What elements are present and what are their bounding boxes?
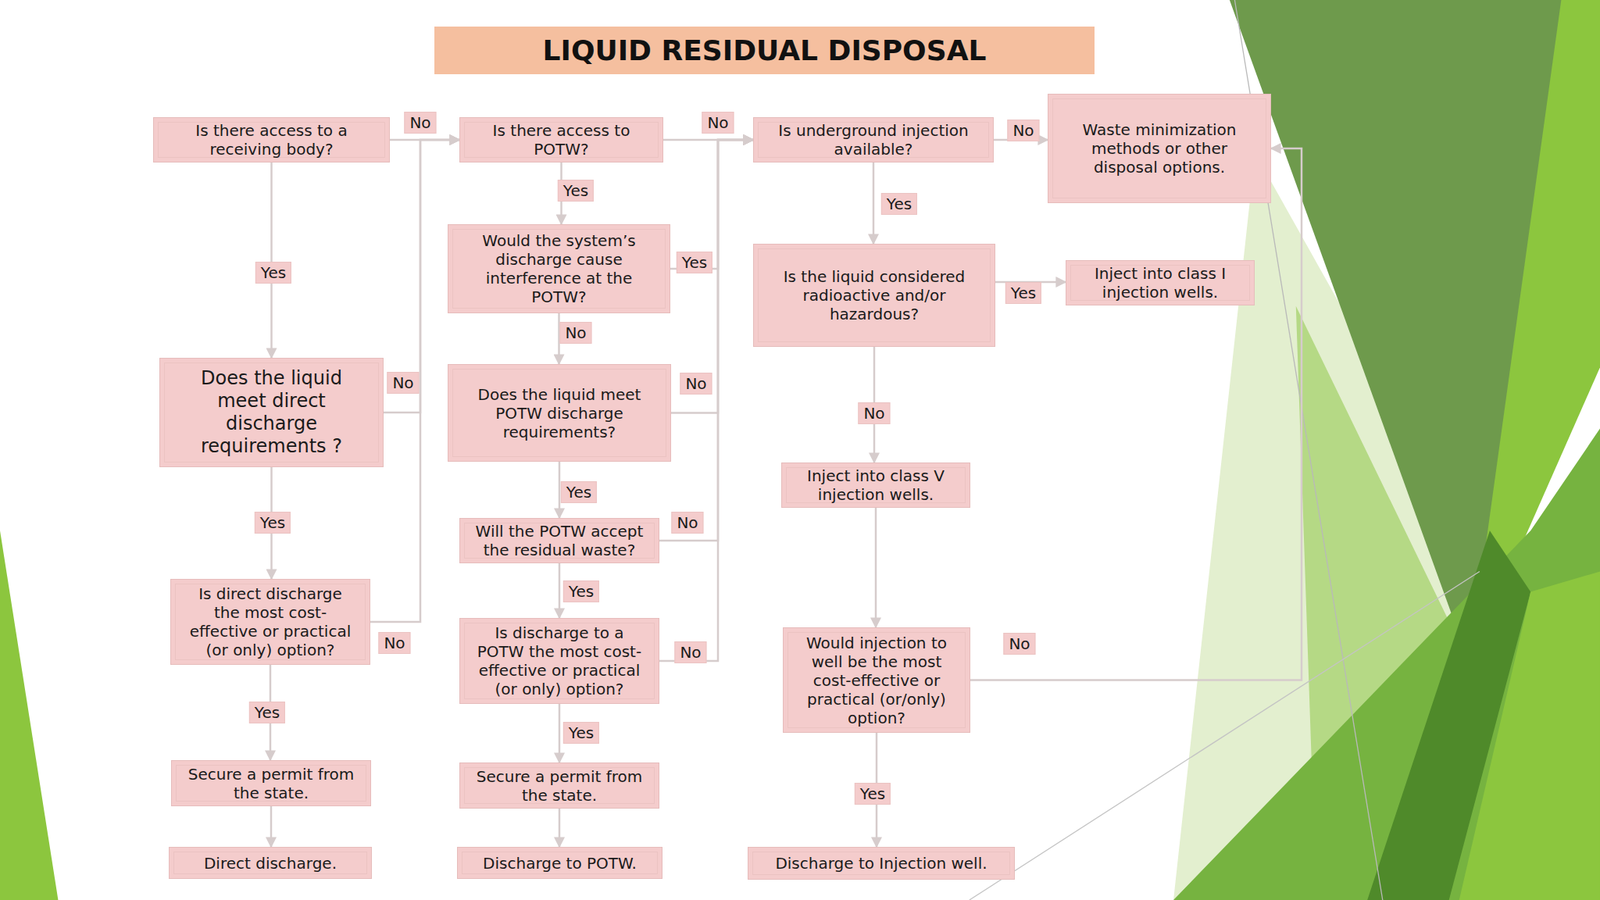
branch-label: No bbox=[671, 511, 704, 534]
corner-triangle bbox=[1173, 428, 1600, 900]
flow-arrow bbox=[659, 139, 754, 661]
branch-label: Yes bbox=[254, 511, 291, 534]
branch-label: Yes bbox=[676, 251, 713, 274]
process-box: Secure a permit from the state. bbox=[171, 760, 372, 807]
flow-arrow bbox=[370, 139, 460, 622]
decision-box: Is the liquid considered radioactive and… bbox=[753, 243, 996, 347]
branch-label: No bbox=[679, 372, 712, 395]
deco-line bbox=[969, 571, 1480, 900]
box-text: Is there access to POTW? bbox=[475, 121, 647, 159]
flow-arrow bbox=[670, 139, 754, 269]
box-text: Waste minimization methods or other disp… bbox=[1067, 120, 1252, 177]
decision-box: Is there access to POTW? bbox=[459, 117, 664, 163]
decision-box: Is direct discharge the most cost-effect… bbox=[170, 578, 371, 665]
branch-label: Yes bbox=[255, 261, 292, 284]
branch-label: Yes bbox=[249, 701, 286, 724]
branch-label: Yes bbox=[557, 179, 594, 202]
flow-arrow bbox=[872, 162, 875, 244]
process-box: Discharge to Injection well. bbox=[747, 846, 1015, 880]
flow-arrow bbox=[875, 507, 878, 628]
decision-box: Is discharge to a POTW the most cost-eff… bbox=[459, 617, 660, 704]
decision-box: Does the liquid meet direct discharge re… bbox=[159, 357, 384, 468]
box-text: Discharge to Injection well. bbox=[775, 853, 987, 873]
box-text: Does the liquid meet direct discharge re… bbox=[175, 367, 368, 458]
branch-label: No bbox=[378, 632, 411, 654]
decision-box: Is underground injection available? bbox=[753, 117, 994, 163]
branch-label: Yes bbox=[854, 782, 891, 805]
box-text: Is underground injection available? bbox=[764, 121, 983, 159]
box-text: Secure a permit from the state. bbox=[471, 767, 648, 805]
branch-label: Yes bbox=[563, 580, 600, 603]
box-text: Would injection to well be the most cost… bbox=[800, 633, 953, 728]
process-box: Inject into class I injection wells. bbox=[1065, 260, 1255, 306]
process-box: Discharge to POTW. bbox=[457, 846, 663, 879]
branch-label: No bbox=[674, 641, 707, 664]
corner-triangle bbox=[1459, 571, 1600, 900]
branch-label: No bbox=[857, 402, 890, 425]
box-text: Does the liquid meet POTW discharge requ… bbox=[459, 385, 660, 442]
decision-box: Is there access to a receiving body? bbox=[153, 117, 390, 163]
branch-label: Yes bbox=[1005, 282, 1042, 304]
branch-label: No bbox=[701, 111, 734, 134]
decision-box: Does the liquid meet POTW discharge requ… bbox=[447, 364, 672, 462]
box-text: Inject into class I injection wells. bbox=[1074, 264, 1247, 302]
branch-label: No bbox=[386, 371, 419, 394]
box-text: Is there access to a receiving body? bbox=[164, 121, 379, 159]
process-box: Secure a permit from the state. bbox=[459, 762, 660, 809]
process-box: Waste minimization methods or other disp… bbox=[1047, 93, 1272, 204]
branch-label: Yes bbox=[560, 481, 597, 504]
flow-arrow bbox=[558, 703, 561, 763]
branch-label: Yes bbox=[881, 192, 918, 215]
branch-label: No bbox=[559, 321, 592, 344]
box-text: Will the POTW accept the residual waste? bbox=[469, 521, 650, 560]
decision-box: Would the system’s discharge cause inter… bbox=[447, 224, 671, 314]
branch-label: No bbox=[403, 111, 436, 134]
box-text: Is direct discharge the most cost-effect… bbox=[186, 584, 354, 660]
branch-label: Yes bbox=[563, 721, 600, 744]
process-box: Direct discharge. bbox=[168, 846, 372, 879]
flow-arrow bbox=[270, 162, 273, 358]
decision-box: Would injection to well be the most cost… bbox=[782, 627, 971, 733]
process-box: Inject into class V injection wells. bbox=[781, 462, 971, 508]
title-banner: LIQUID RESIDUAL DISPOSAL bbox=[434, 26, 1095, 75]
flow-arrow bbox=[558, 808, 561, 847]
box-text: Secure a permit from the state. bbox=[182, 764, 360, 803]
flow-arrow bbox=[659, 139, 754, 541]
flow-arrow bbox=[270, 806, 273, 847]
flow-arrow bbox=[558, 563, 561, 618]
box-text: Inject into class V injection wells. bbox=[789, 466, 962, 504]
branch-label: No bbox=[1003, 632, 1036, 655]
box-text: Discharge to POTW. bbox=[482, 853, 637, 873]
flow-arrow bbox=[970, 148, 1302, 681]
box-text: Is discharge to a POTW the most cost-eff… bbox=[475, 623, 643, 699]
flow-arrow bbox=[671, 139, 754, 414]
corner-triangle bbox=[0, 530, 58, 900]
box-text: Direct discharge. bbox=[203, 853, 337, 873]
box-text: Is the liquid considered radioactive and… bbox=[764, 267, 984, 324]
decision-box: Will the POTW accept the residual waste? bbox=[459, 517, 660, 564]
branch-label: No bbox=[1007, 119, 1040, 142]
box-text: Would the system’s discharge cause inter… bbox=[464, 231, 654, 307]
